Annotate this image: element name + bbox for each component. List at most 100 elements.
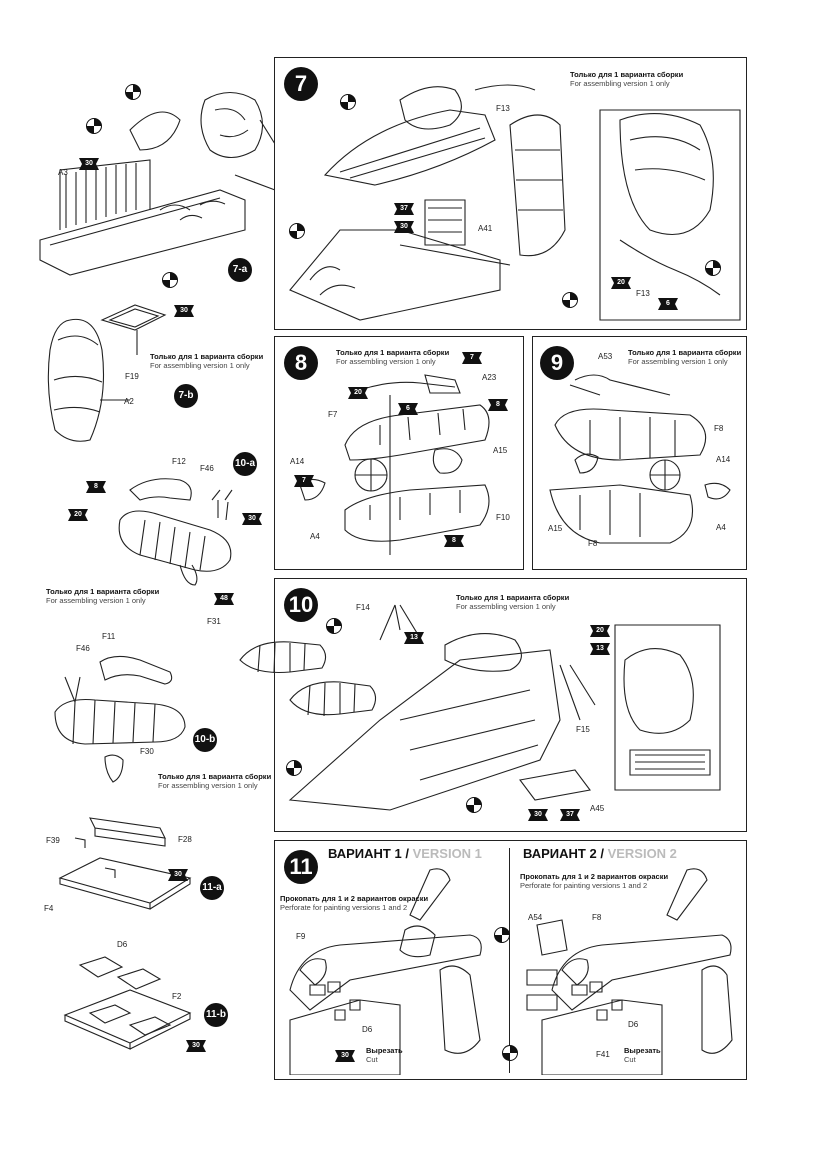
step-7b-drawing bbox=[40, 300, 180, 450]
step-8-drawing bbox=[290, 365, 515, 565]
paint-number-flag-icon: 13 bbox=[588, 642, 612, 656]
step-badge-7a: 7-a bbox=[228, 258, 252, 282]
variant-2-heading: ВАРИАНТ 2 / VERSION 2 bbox=[523, 846, 677, 861]
glue-checker-icon bbox=[340, 94, 356, 110]
paint-number-flag-icon: 30 bbox=[77, 157, 101, 171]
glue-checker-icon bbox=[466, 797, 482, 813]
part-label: F8 bbox=[592, 913, 602, 922]
step-badge-10a: 10-a bbox=[233, 452, 257, 476]
step-badge-11b: 11-b bbox=[204, 1003, 228, 1027]
part-label: A15 bbox=[493, 446, 508, 455]
part-label: A14 bbox=[290, 457, 305, 466]
part-label: F14 bbox=[356, 603, 370, 612]
paint-number-flag-icon: 30 bbox=[166, 868, 190, 882]
step-number-7: 7 bbox=[284, 67, 318, 101]
glue-checker-icon bbox=[289, 223, 305, 239]
part-label: F12 bbox=[172, 457, 186, 466]
paint-number-flag-icon: 48 bbox=[212, 592, 236, 606]
part-label: A15 bbox=[548, 524, 563, 533]
paint-number-flag-icon: 7 bbox=[460, 351, 484, 365]
paint-number-flag-icon: 8 bbox=[442, 534, 466, 548]
step-7-drawing bbox=[280, 80, 745, 325]
step-number-8: 8 bbox=[284, 346, 318, 380]
paint-number-flag-icon: 20 bbox=[346, 386, 370, 400]
step-number-11: 11 bbox=[284, 850, 318, 884]
paint-number-flag-icon: 30 bbox=[333, 1049, 357, 1063]
paint-number-flag-icon: 37 bbox=[392, 202, 416, 216]
glue-checker-icon bbox=[705, 260, 721, 276]
glue-checker-icon bbox=[86, 118, 102, 134]
part-label: F15 bbox=[576, 725, 590, 734]
paint-number-flag-icon: 30 bbox=[172, 304, 196, 318]
note-version1-only: Только для 1 варианта сборки For assembl… bbox=[570, 70, 684, 88]
part-label: A4 bbox=[716, 523, 726, 532]
glue-checker-icon bbox=[162, 272, 178, 288]
part-label: D6 bbox=[628, 1020, 639, 1029]
part-label: F46 bbox=[76, 644, 90, 653]
step-10b-drawing bbox=[45, 632, 195, 787]
paint-number-flag-icon: 20 bbox=[588, 624, 612, 638]
step-number-10: 10 bbox=[284, 588, 318, 622]
part-label: F8 bbox=[588, 539, 598, 548]
part-label: F13 bbox=[496, 104, 510, 113]
step-10a-drawing bbox=[100, 460, 270, 590]
paint-number-flag-icon: 7 bbox=[292, 474, 316, 488]
paint-number-flag-icon: 13 bbox=[402, 631, 426, 645]
step-badge-11a: 11-a bbox=[200, 876, 224, 900]
part-label: F28 bbox=[178, 835, 192, 844]
note-version1-only: Только для 1 варианта сборки For assembl… bbox=[456, 593, 570, 611]
step-7a-drawing bbox=[30, 80, 280, 290]
glue-checker-icon bbox=[562, 292, 578, 308]
part-label: F10 bbox=[496, 513, 510, 522]
note-perforate: Прокопать для 1 и 2 вариантов окраски Pe… bbox=[280, 894, 429, 912]
part-label: A54 bbox=[528, 913, 543, 922]
glue-checker-icon bbox=[326, 618, 342, 634]
glue-checker-icon bbox=[125, 84, 141, 100]
part-label: F4 bbox=[44, 904, 54, 913]
paint-number-flag-icon: 30 bbox=[184, 1039, 208, 1053]
step-11a-drawing bbox=[40, 808, 215, 918]
note-version1-only: Только для 1 варианта сборки For assembl… bbox=[158, 772, 272, 790]
note-cut: Вырезать Cut bbox=[624, 1046, 661, 1064]
part-label: D6 bbox=[362, 1025, 373, 1034]
step-8-panel bbox=[274, 336, 524, 570]
part-label: F46 bbox=[200, 464, 214, 473]
part-label: F11 bbox=[102, 632, 116, 641]
step-11-v2-drawing bbox=[512, 860, 742, 1075]
step-number-9: 9 bbox=[540, 346, 574, 380]
part-label: A3 bbox=[58, 168, 68, 177]
step-badge-7b: 7-b bbox=[174, 384, 198, 408]
paint-number-flag-icon: 30 bbox=[392, 220, 416, 234]
note-version1-only: Только для 1 варианта сборки For assembl… bbox=[150, 352, 264, 370]
part-label: F2 bbox=[172, 992, 182, 1001]
paint-number-flag-icon: 8 bbox=[486, 398, 510, 412]
part-label: F13 bbox=[636, 289, 650, 298]
part-label: A2 bbox=[124, 397, 134, 406]
part-label: F7 bbox=[328, 410, 338, 419]
step-11-panel bbox=[274, 840, 747, 1080]
step-11-v1-drawing bbox=[280, 860, 508, 1075]
glue-checker-icon bbox=[502, 1045, 518, 1061]
note-version1-only: Только для 1 варианта сборки For assembl… bbox=[46, 587, 160, 605]
part-label: D6 bbox=[117, 940, 128, 949]
part-label: A41 bbox=[478, 224, 493, 233]
step-badge-10b: 10-b bbox=[193, 728, 217, 752]
variant-1-heading: ВАРИАНТ 1 / VERSION 1 bbox=[328, 846, 482, 861]
step-11b-drawing bbox=[60, 935, 200, 1050]
part-label: F9 bbox=[296, 932, 306, 941]
part-label: F41 bbox=[596, 1050, 610, 1059]
step-10-drawing bbox=[230, 600, 745, 828]
note-version1-only: Только для 1 варианта сборки For assembl… bbox=[336, 348, 450, 366]
note-version1-only: Только для 1 варианта сборки For assembl… bbox=[628, 348, 742, 366]
part-label: F8 bbox=[714, 424, 724, 433]
part-label: A45 bbox=[590, 804, 605, 813]
part-label: A53 bbox=[598, 352, 613, 361]
paint-number-flag-icon: 20 bbox=[66, 508, 90, 522]
part-label: F39 bbox=[46, 836, 60, 845]
part-label: A4 bbox=[310, 532, 320, 541]
paint-number-flag-icon: 37 bbox=[558, 808, 582, 822]
paint-number-flag-icon: 30 bbox=[240, 512, 264, 526]
part-label: A14 bbox=[716, 455, 731, 464]
paint-number-flag-icon: 6 bbox=[396, 402, 420, 416]
step-9-drawing bbox=[540, 365, 740, 565]
